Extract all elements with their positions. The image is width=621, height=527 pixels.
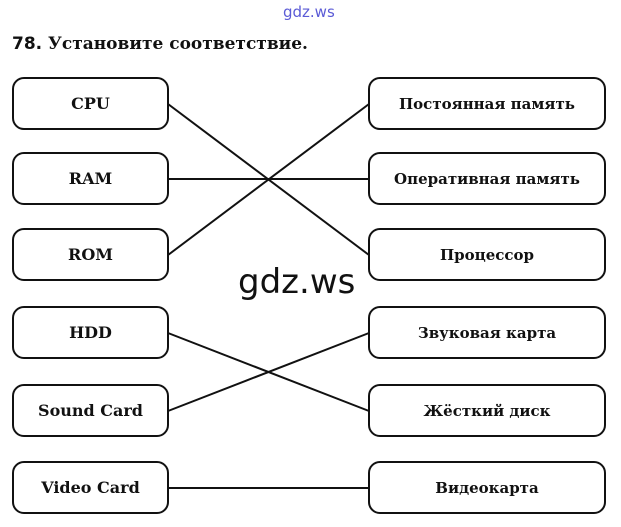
left-box: Video Card xyxy=(12,461,169,514)
left-box: Sound Card xyxy=(12,384,169,437)
task-title: 78. Установите соответствие. xyxy=(12,34,308,54)
watermark-center: gdz.ws xyxy=(238,262,356,302)
left-box: RAM xyxy=(12,152,169,205)
right-box: Видеокарта xyxy=(368,461,606,514)
right-box: Постоянная память xyxy=(368,77,606,130)
right-box: Звуковая карта xyxy=(368,306,606,359)
connection-line xyxy=(167,103,370,256)
connection-line xyxy=(167,332,370,412)
task-text: Установите соответствие. xyxy=(48,34,308,54)
task-number: 78. xyxy=(12,34,43,54)
right-box: Оперативная память xyxy=(368,152,606,205)
left-box: HDD xyxy=(12,306,169,359)
right-box: Жёсткий диск xyxy=(368,384,606,437)
right-box: Процессор xyxy=(368,228,606,281)
watermark-top: gdz.ws xyxy=(283,3,335,21)
left-box: CPU xyxy=(12,77,169,130)
left-box: ROM xyxy=(12,228,169,281)
